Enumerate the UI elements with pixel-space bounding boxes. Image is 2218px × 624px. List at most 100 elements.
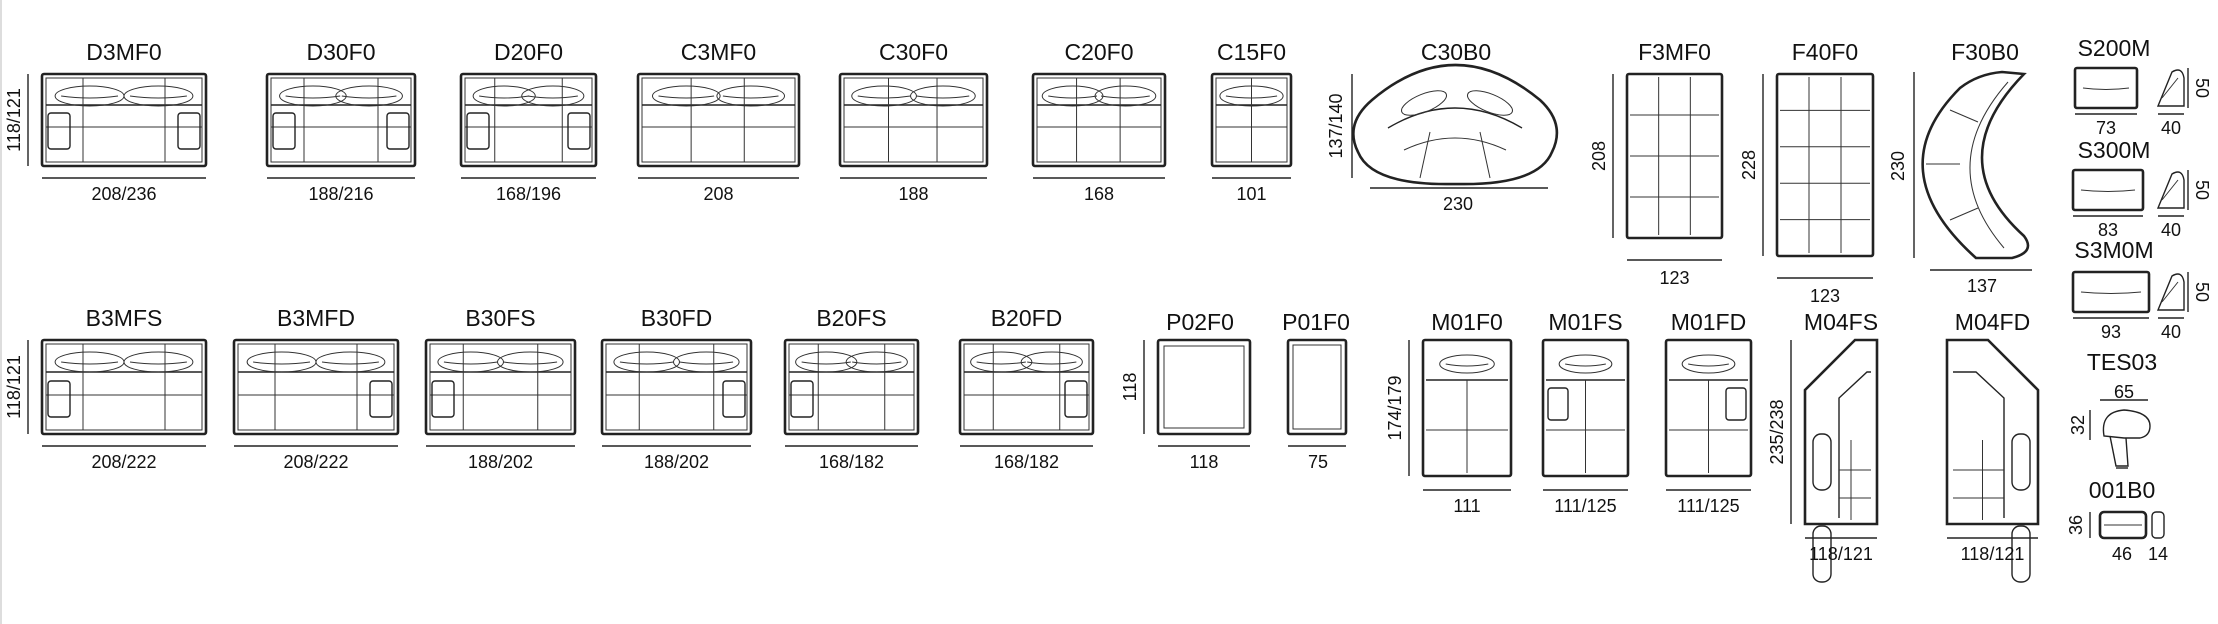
d30f0-code-label: D30F0 (306, 39, 375, 65)
f40f0-code-label: F40F0 (1792, 39, 1858, 65)
module-m01fs: M01FS 111/125 (1541, 309, 1630, 516)
module-c20f0: C20F0 168 (1031, 39, 1167, 204)
f30b0-code-label: F30B0 (1951, 39, 2019, 65)
001b0-code-label: 001B0 (2089, 477, 2156, 503)
001b0-width-label: 46 (2112, 544, 2132, 564)
b30fs-width-label: 188/202 (468, 452, 533, 472)
m04fs-width-label: 118/121 (1809, 544, 1873, 564)
module-c30b0: C30B0 230 137/140 (1326, 39, 1559, 214)
p02f0-width-label: 118 (1190, 452, 1219, 472)
s3m0m-width-label: 93 (2101, 322, 2121, 342)
f3mf0-depth-label: 208 (1589, 141, 1609, 171)
c3mf0-code-label: C3MF0 (681, 39, 756, 65)
m01fd-width-label: 111/125 (1677, 496, 1739, 516)
b20fs-code-label: B20FS (816, 305, 886, 331)
c3mf0-width-label: 208 (703, 184, 733, 204)
module-b20fs: B20FS 168/182 (783, 305, 920, 472)
b3mfd-code-label: B3MFD (277, 305, 355, 331)
s200m-depth-label: 50 (2192, 78, 2212, 98)
m01f0-code-label: M01F0 (1431, 309, 1503, 335)
s200m-width-label: 73 (2096, 118, 2116, 138)
d30f0-width-label: 188/216 (308, 184, 373, 204)
m01f0-depth-label: 174/179 (1385, 375, 1405, 440)
b20fd-width-label: 168/182 (994, 452, 1059, 472)
module-c30f0: C30F0 188 (838, 39, 989, 204)
b3mfd-width-label: 208/222 (283, 452, 348, 472)
b3mfs-code-label: B3MFS (86, 305, 163, 331)
d3mf0-code-label: D3MF0 (86, 39, 161, 65)
s200m-side-label: 40 (2161, 118, 2181, 138)
tes03-width-label: 65 (2114, 382, 2134, 402)
s3m0m-side-label: 40 (2161, 322, 2181, 342)
s200m-code-label: S200M (2078, 35, 2151, 61)
m04fs-code-label: M04FS (1804, 309, 1878, 335)
f3mf0-width-label: 123 (1659, 268, 1689, 288)
m01fs-code-label: M01FS (1548, 309, 1622, 335)
module-f3mf0: F3MF0 123 208 (1589, 39, 1724, 288)
p01f0-code-label: P01F0 (1282, 309, 1350, 335)
s300m-depth-label: 50 (2192, 180, 2212, 200)
module-f30b0: F30B0 137 230 (1888, 39, 2032, 296)
c15f0-code-label: C15F0 (1217, 39, 1286, 65)
module-s200m: S200M 73 40 50 (2073, 35, 2212, 138)
module-s300m: S300M 83 40 50 (2071, 137, 2212, 240)
module-b30fs: B30FS 188/202 (424, 305, 577, 472)
module-m01f0: M01F0 111 174/179 (1385, 309, 1513, 516)
b3mfs-width-label: 208/222 (91, 452, 156, 472)
module-m04fd: M04FD 118/121 (1945, 309, 2040, 583)
module-d3mf0: D3MF0 208/236 118/121 (4, 39, 208, 204)
001b0-depth-label: 36 (2066, 515, 2086, 535)
c30f0-width-label: 188 (898, 184, 928, 204)
module-c15f0: C15F0 101 (1210, 39, 1293, 204)
tes03-depth-label: 32 (2068, 415, 2088, 435)
m04fd-width-label: 118/121 (1961, 544, 2025, 564)
module-b20fd: B20FD 168/182 (958, 305, 1095, 472)
b20fs-width-label: 168/182 (819, 452, 884, 472)
d20f0-width-label: 168/196 (496, 184, 561, 204)
module-d20f0: D20F0 168/196 (459, 39, 598, 204)
c30b0-width-label: 230 (1443, 194, 1473, 214)
f3mf0-code-label: F3MF0 (1638, 39, 1711, 65)
module-p01f0: P01F0 75 (1282, 309, 1350, 472)
d20f0-code-label: D20F0 (494, 39, 563, 65)
c20f0-width-label: 168 (1084, 184, 1114, 204)
b30fs-code-label: B30FS (465, 305, 535, 331)
s3m0m-depth-label: 50 (2192, 282, 2212, 302)
c30f0-code-label: C30F0 (879, 39, 948, 65)
p02f0-depth-label: 118 (1120, 373, 1140, 402)
c30b0-depth-label: 137/140 (1326, 93, 1346, 158)
m01fd-code-label: M01FD (1671, 309, 1746, 335)
module-b3mfs: B3MFS 208/222 118/121 (4, 305, 208, 472)
s300m-code-label: S300M (2078, 137, 2151, 163)
c30b0-code-label: C30B0 (1421, 39, 1491, 65)
001b0-side-label: 14 (2148, 544, 2168, 564)
p01f0-width-label: 75 (1308, 452, 1328, 472)
b30fd-code-label: B30FD (641, 305, 713, 331)
module-f40f0: F40F0 123 228 (1739, 39, 1875, 306)
m01fs-width-label: 111/125 (1554, 496, 1616, 516)
b3mfs-depth-label: 118/121 (4, 355, 24, 419)
f30b0-depth-label: 230 (1888, 151, 1908, 181)
b20fd-code-label: B20FD (991, 305, 1063, 331)
f40f0-depth-label: 228 (1739, 150, 1759, 180)
m04fd-code-label: M04FD (1955, 309, 2030, 335)
m01f0-width-label: 111 (1453, 496, 1480, 516)
d3mf0-width-label: 208/236 (91, 184, 156, 204)
f40f0-width-label: 123 (1810, 286, 1840, 306)
s300m-width-label: 83 (2098, 220, 2118, 240)
s3m0m-code-label: S3M0M (2074, 237, 2153, 263)
module-m01fd: M01FD 111/125 (1664, 309, 1753, 516)
module-b3mfd: B3MFD 208/222 (232, 305, 400, 472)
f30b0-width-label: 137 (1967, 276, 1997, 296)
s300m-side-label: 40 (2161, 220, 2181, 240)
module-c3mf0: C3MF0 208 (636, 39, 801, 204)
c15f0-width-label: 101 (1236, 184, 1266, 204)
c20f0-code-label: C20F0 (1064, 39, 1133, 65)
d3mf0-depth-label: 118/121 (4, 88, 24, 152)
